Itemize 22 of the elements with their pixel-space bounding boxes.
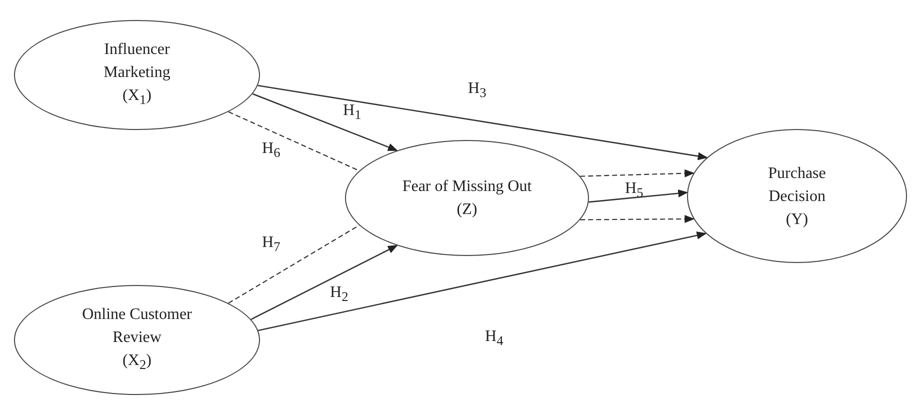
hypothesis-label: H$_{2}$ xyxy=(330,284,348,306)
hypothesis-label: H$_{7}$ xyxy=(262,234,280,256)
hypothesis-label: H$_{6}$ xyxy=(262,140,280,162)
hypothesis-label: H$_{3}$ xyxy=(468,80,486,102)
construct-name: Influencer Marketing xyxy=(102,40,172,84)
dashed-arrow xyxy=(580,214,695,223)
variable-symbol: (X$_{2}$) xyxy=(122,351,152,375)
hypothesis-label: H$_{5}$ xyxy=(625,180,644,202)
arrow xyxy=(588,189,688,203)
dashed-arrow xyxy=(580,169,695,178)
construct-name: Fear of Missing Out xyxy=(402,177,532,197)
construct-name: Online Customer Review xyxy=(81,305,193,348)
arrow xyxy=(250,244,398,320)
arrow xyxy=(258,231,707,332)
construct-name: Purchase Decision xyxy=(767,164,827,206)
arrow xyxy=(252,93,398,152)
hypothesis-label: H$_{1}$ xyxy=(343,102,362,124)
arrow xyxy=(258,84,708,160)
hypothesis-label: H$_{4}$ xyxy=(485,328,504,350)
variable-symbol: (X$_{1}$) xyxy=(122,86,152,110)
variable-symbol: (Z) xyxy=(456,200,478,220)
variable-symbol: (Y) xyxy=(786,210,808,230)
